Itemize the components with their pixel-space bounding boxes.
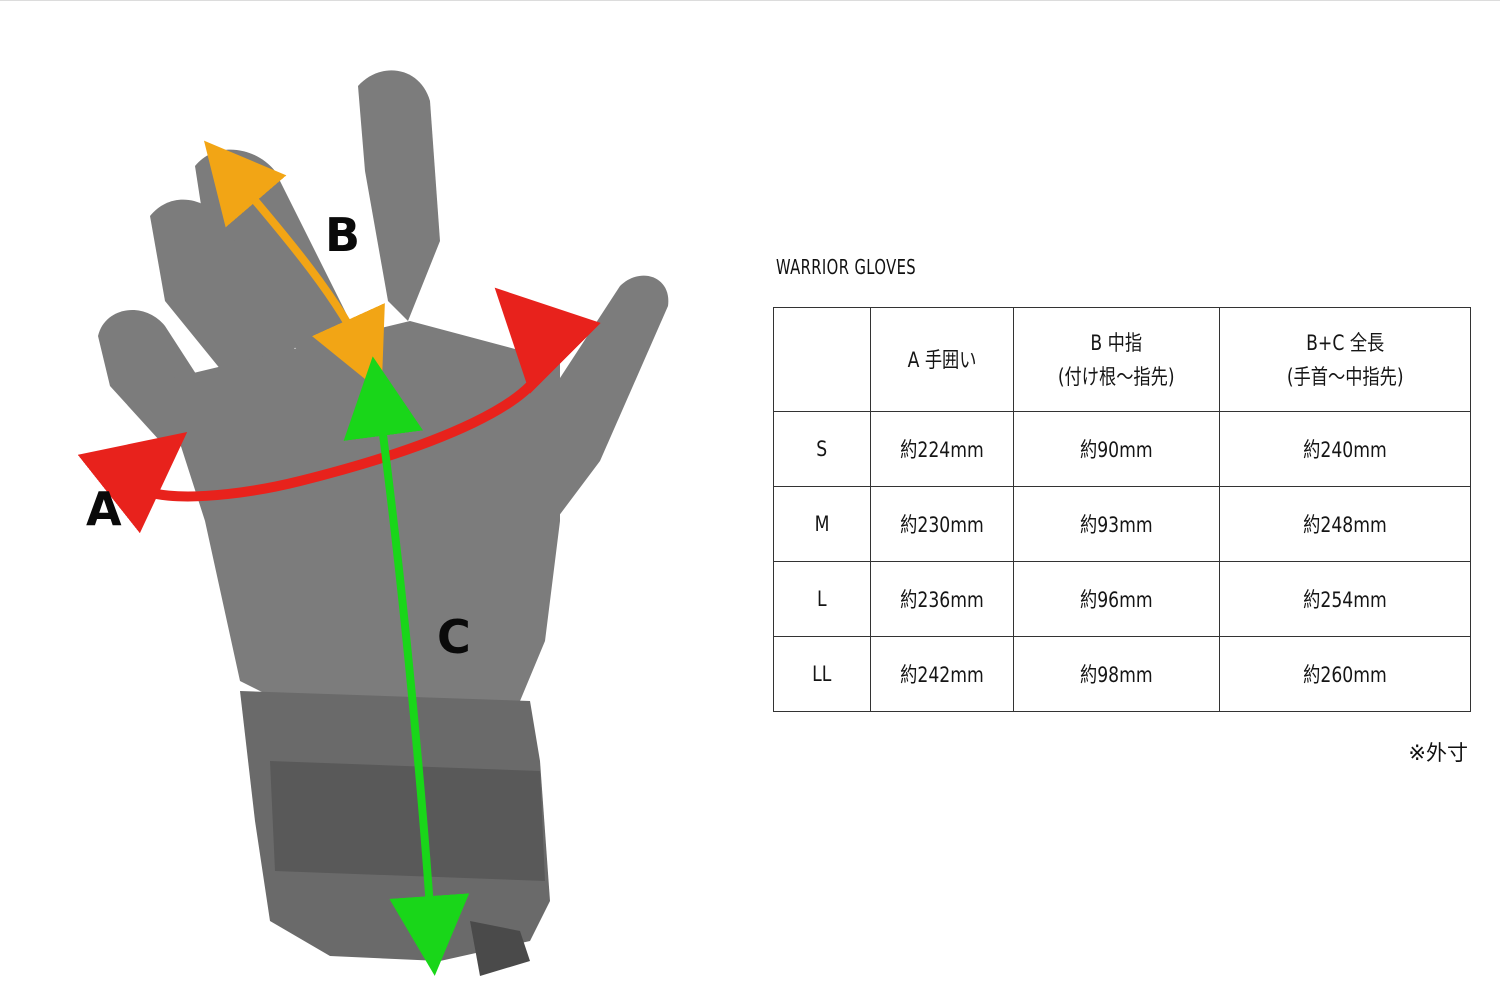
product-title: WARRIOR GLOVES [776, 255, 917, 279]
header-b-middle-finger: B 中指 (付け根～指先) [1013, 307, 1220, 412]
cell-bc: 約248mm [1218, 486, 1472, 562]
cell-b: 約98mm [1013, 636, 1220, 712]
outer-dimension-note: ※外寸 [1408, 741, 1468, 765]
glove-measurement-diagram: A B C [77, 70, 669, 976]
label-c: C [437, 610, 471, 664]
cell-bc: 約254mm [1218, 561, 1472, 637]
cell-bc: 約240mm [1218, 411, 1472, 487]
cell-a: 約230mm [870, 486, 1015, 562]
header-bc-total-length: B+C 全長 (手首～中指先) [1218, 307, 1472, 412]
arrow-c-palm-length [343, 356, 470, 976]
cell-a: 約242mm [870, 636, 1015, 712]
table-row: L 約236mm 約96mm 約254mm [772, 561, 1472, 637]
table-row: S 約224mm 約90mm 約240mm [772, 411, 1472, 487]
cell-size: L [772, 561, 872, 637]
cell-a: 約224mm [870, 411, 1015, 487]
cell-b: 約96mm [1013, 561, 1220, 637]
header-size [772, 307, 872, 412]
table-header-row: A 手囲い B 中指 (付け根～指先) B+C 全長 (手首～中指先) [772, 307, 1472, 412]
cell-b: 約93mm [1013, 486, 1220, 562]
cell-bc: 約260mm [1218, 636, 1472, 712]
label-b: B [325, 208, 360, 262]
size-chart-table: A 手囲い B 中指 (付け根～指先) B+C 全長 (手首～中指先) [772, 307, 1472, 712]
glove-shape [98, 70, 669, 976]
cell-size: M [772, 486, 872, 562]
cell-a: 約236mm [870, 561, 1015, 637]
table-row: LL 約242mm 約98mm 約260mm [772, 636, 1472, 712]
table-row: M 約230mm 約93mm 約248mm [772, 486, 1472, 562]
label-a: A [86, 482, 122, 536]
arrow-b-middle-finger [203, 140, 385, 393]
cell-size: S [772, 411, 872, 487]
cell-b: 約90mm [1013, 411, 1220, 487]
header-a-hand-circumference: A 手囲い [870, 307, 1015, 412]
cell-size: LL [772, 636, 872, 712]
